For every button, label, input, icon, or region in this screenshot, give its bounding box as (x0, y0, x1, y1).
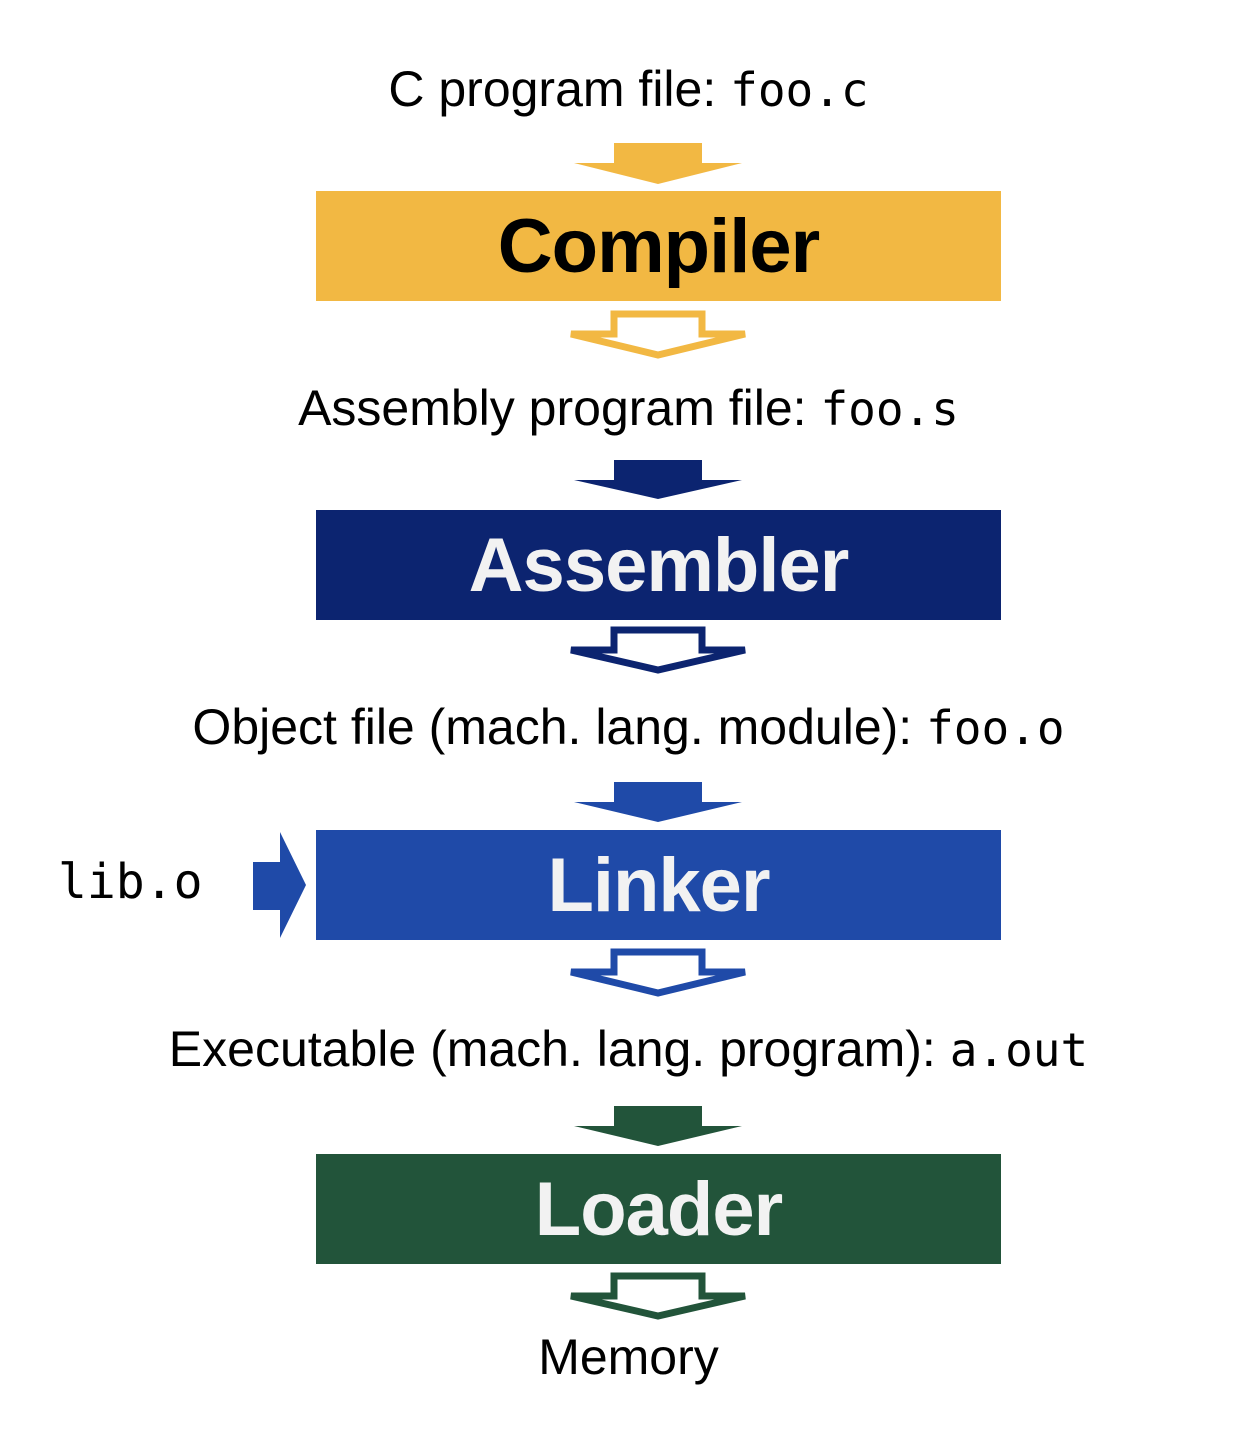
stage-loader-label: Loader (534, 1166, 783, 1252)
file-label-text: C program file: (388, 61, 731, 117)
arrow-down-filled-icon (574, 460, 742, 499)
file-label-assembly-program: Assembly program file: foo.s (0, 383, 1257, 433)
stage-linker-label: Linker (547, 842, 770, 928)
stage-loader: Loader (316, 1154, 1001, 1264)
arrow-down-hollow-icon (570, 948, 746, 997)
arrow-right-filled-icon (253, 832, 306, 938)
file-label-text: Memory (538, 1329, 719, 1385)
file-label-code: foo.s (820, 382, 959, 436)
stage-linker: Linker (316, 830, 1001, 940)
file-label-code: foo.c (730, 63, 869, 117)
arrow-down-hollow-icon (570, 310, 746, 359)
file-label-text: Assembly program file: (298, 380, 821, 436)
file-label-text: Object file (mach. lang. module): (192, 699, 927, 755)
stage-assembler-label: Assembler (468, 522, 850, 608)
file-label-text: Executable (mach. lang. program): (168, 1021, 950, 1077)
file-label-code: foo.o (926, 701, 1065, 755)
arrow-down-hollow-icon (570, 1272, 746, 1320)
stage-assembler: Assembler (316, 510, 1001, 620)
arrow-down-hollow-icon (570, 626, 746, 674)
file-label-executable: Executable (mach. lang. program): a.out (0, 1024, 1257, 1074)
side-input-lib-o: lib.o (58, 854, 203, 910)
arrow-down-filled-icon (574, 143, 742, 184)
file-label-memory: Memory (0, 1332, 1257, 1382)
file-label-code: a.out (949, 1023, 1089, 1077)
arrow-down-filled-icon (574, 1106, 742, 1146)
file-label-c-program: C program file: foo.c (0, 64, 1257, 114)
stage-compiler: Compiler (316, 191, 1001, 301)
file-label-object-file: Object file (mach. lang. module): foo.o (0, 702, 1257, 752)
arrow-down-filled-icon (574, 782, 742, 822)
stage-compiler-label: Compiler (497, 203, 820, 289)
